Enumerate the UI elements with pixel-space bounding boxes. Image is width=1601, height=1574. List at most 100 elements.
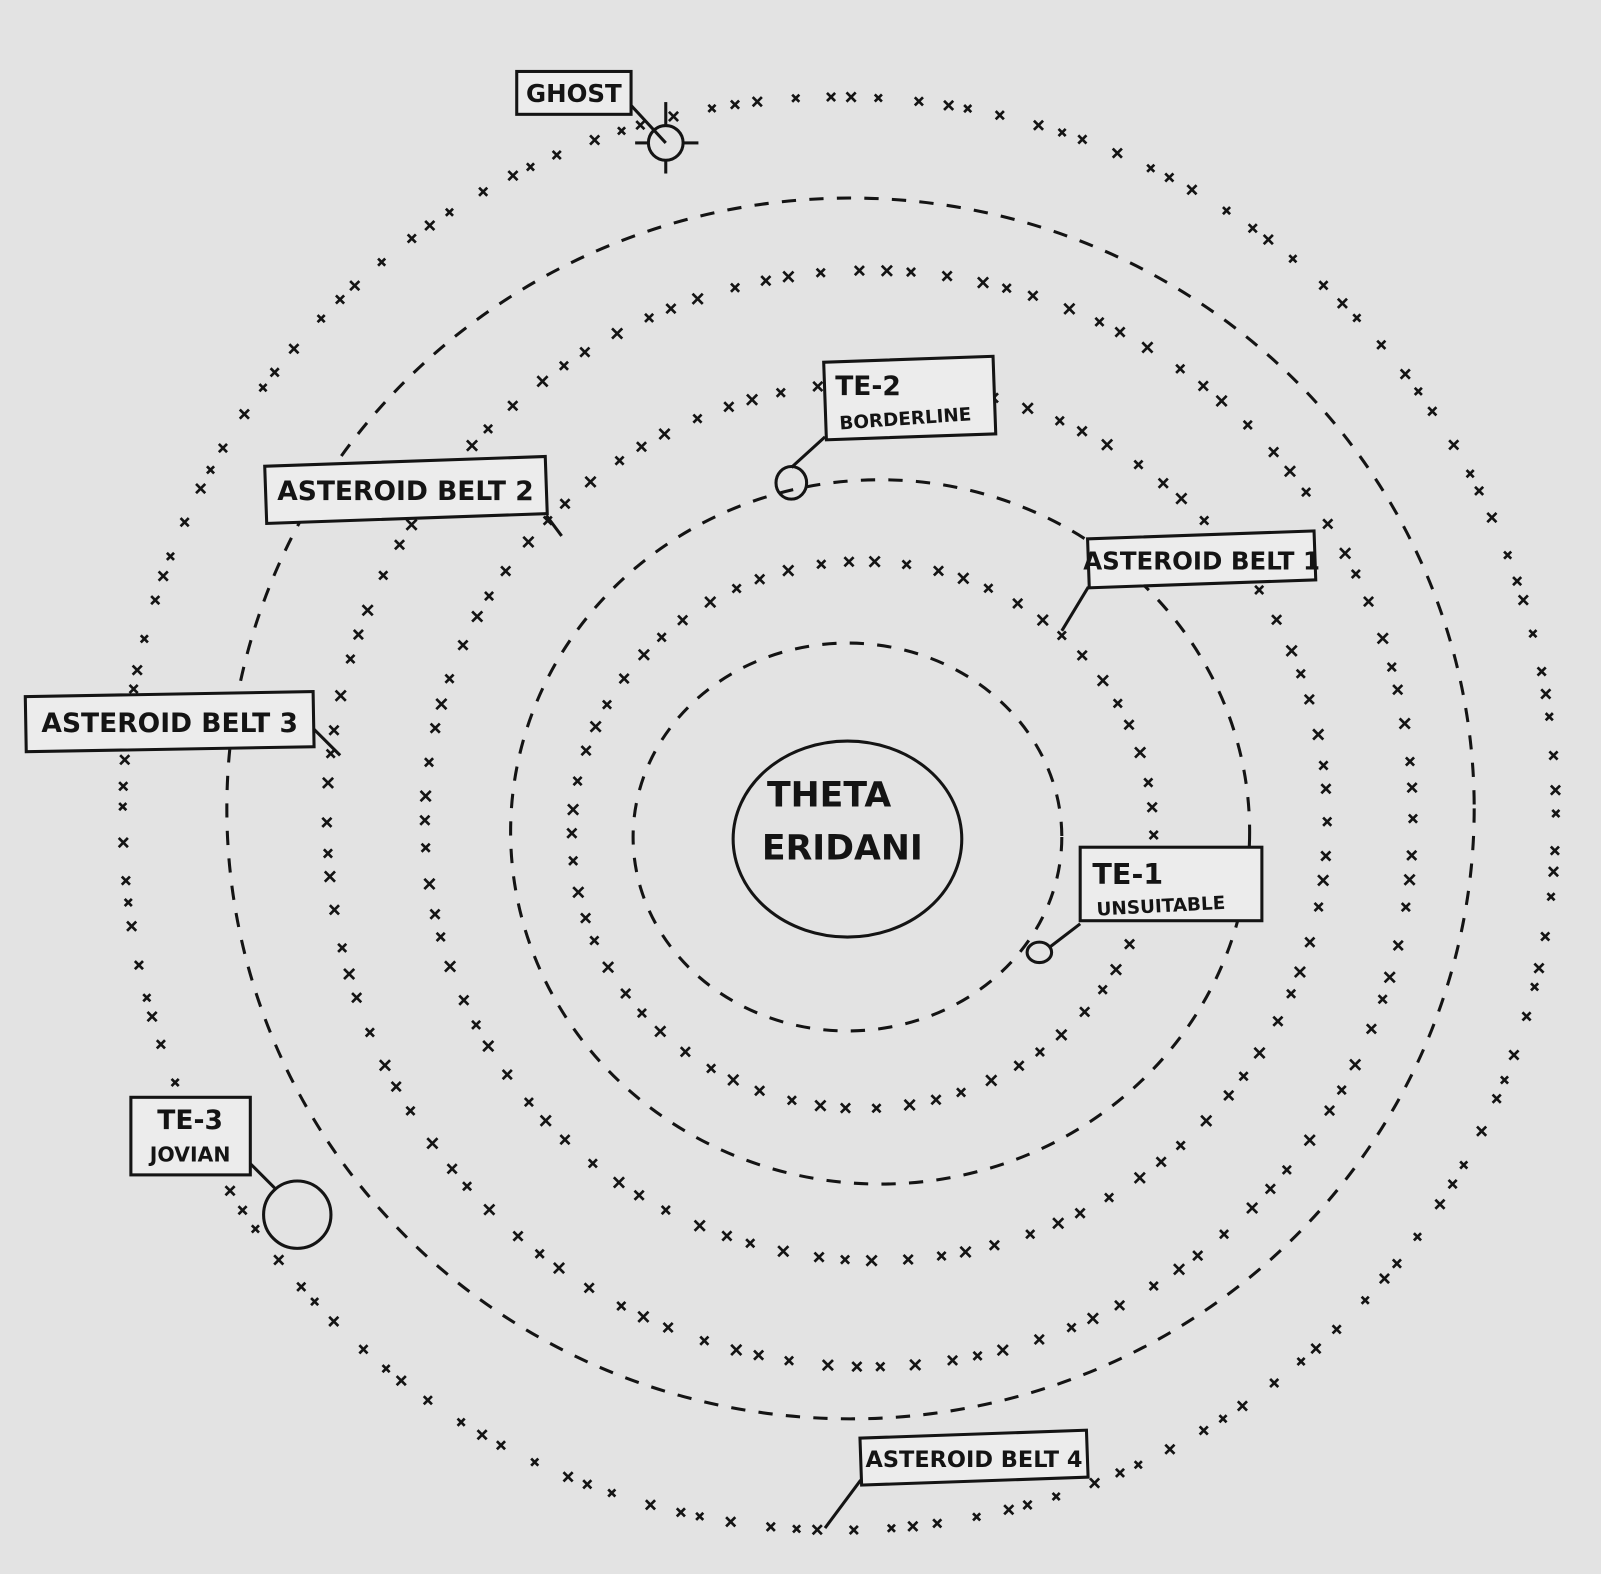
asteroid-x-mark [840,1254,851,1265]
asteroid-x-mark [851,1361,863,1373]
asteroid-x-mark [120,875,131,886]
asteroid-x-mark [1036,614,1049,627]
asteroid-x-mark [395,1375,407,1387]
asteroid-x-mark [321,816,333,828]
asteroid-x-mark [901,559,912,570]
asteroid-x-mark [580,745,592,757]
star-name-line1: THETA [767,775,891,815]
asteroid-x-mark [932,565,945,577]
asteroid-x-mark [559,498,571,510]
asteroid-x-mark [635,120,646,131]
asteroid-x-mark [142,993,152,1003]
asteroid-x-mark [1123,719,1135,731]
asteroid-belt-3 [321,264,1418,1373]
asteroid-x-mark [611,327,624,340]
asteroid-x-mark [1434,1198,1446,1210]
asteroid-x-mark [195,483,207,495]
asteroid-x-mark [165,551,175,561]
svg-text:TE-2: TE-2 [835,371,901,402]
asteroid-x-mark [1499,1075,1509,1085]
asteroid-x-mark [1114,1467,1126,1478]
svg-text:GHOST: GHOST [526,79,622,108]
asteroid-x-mark [1447,1179,1458,1190]
asteroid-x-mark [1303,1134,1316,1147]
asteroid-x-mark [1104,1192,1115,1203]
asteroid-x-mark [996,1344,1009,1357]
asteroid-x-mark [335,294,346,305]
asteroid-x-mark [568,855,579,866]
asteroid-x-mark [426,1137,439,1150]
asteroid-x-mark [325,748,336,759]
asteroid-x-mark [361,604,374,617]
svg-text:ASTEROID BELT 2: ASTEROID BELT 2 [277,476,533,507]
asteroid-x-mark [1392,939,1404,951]
asteroid-x-mark [1076,425,1088,437]
asteroid-x-mark [131,664,143,676]
asteroid-x-mark [456,1417,466,1427]
asteroid-x-mark [352,629,364,641]
asteroid-x-mark [1141,341,1154,354]
asteroid-x-mark [730,1343,743,1356]
asteroid-x-mark [1218,1414,1228,1424]
asteroid-x-mark [1360,1295,1370,1305]
asteroid-x-mark [296,1281,307,1292]
asteroid-x-mark [1530,982,1540,992]
asteroid-x-mark [983,583,994,594]
asteroid-x-mark [1254,584,1265,595]
asteroid-x-mark [617,126,627,136]
asteroid-x-mark [1391,1258,1402,1269]
asteroid-x-mark [614,455,625,466]
asteroid-x-mark [358,1344,369,1355]
asteroid-x-mark [1413,386,1423,396]
asteroid-x-mark [692,413,703,424]
asteroid-x-mark [871,1103,882,1114]
asteroid-x-mark [500,565,512,577]
asteroid-x-mark [1001,283,1012,294]
asteroid-x-mark [589,134,601,146]
asteroid-x-mark [1055,1028,1068,1041]
asteroid-x-mark [424,219,436,232]
asteroid-x-mark [345,653,356,665]
asteroid-x-mark [753,1349,765,1361]
asteroid-x-mark [1175,492,1188,505]
asteroid-x-mark [1404,756,1416,767]
asteroid-x-mark [1544,712,1554,722]
asteroid-x-mark [444,960,457,973]
asteroid-x-mark [525,162,535,172]
asteroid-x-mark [334,689,347,702]
asteroid-x-mark [816,559,827,570]
asteroid-x-mark [941,270,953,282]
asteroid-x-mark [1033,1333,1045,1345]
asteroid-x-mark [679,1046,691,1058]
asteroid-x-mark [567,803,580,816]
asteroid-x-mark [288,343,300,355]
asteroid-x-mark [1465,469,1475,479]
asteroid-x-mark [729,99,741,110]
asteroid-x-mark [618,673,630,685]
asteroid-x-mark [423,877,436,890]
asteroid-x-mark [1320,783,1332,795]
asteroid-x-mark [155,1039,166,1050]
asteroid-x-mark [351,992,363,1004]
label-ghost: GHOST [515,69,633,116]
label-asteroid-belt-2: ASTEROID BELT 2 [263,454,549,525]
asteroid-x-mark [1491,1093,1502,1104]
asteroid-x-mark [988,1239,1000,1251]
asteroid-x-mark [1051,1491,1061,1502]
asteroid-x-mark [1173,1263,1186,1276]
asteroid-x-mark [422,1395,433,1406]
asteroid-x-mark [633,1189,645,1201]
asteroid-x-mark [1540,931,1551,942]
asteroid-x-mark [536,375,549,388]
asteroid-x-mark [754,573,766,585]
asteroid-x-mark [1398,717,1411,730]
asteroid-x-mark [258,383,268,393]
asteroid-x-mark [907,1520,919,1532]
asteroid-x-mark [539,1114,552,1127]
asteroid-belt-1 [566,555,1159,1114]
asteroid-x-mark [1272,1015,1284,1027]
asteroid-x-mark [501,1069,513,1081]
te3-orbit [225,196,1476,1421]
asteroid-x-mark [471,1019,482,1030]
asteroid-x-mark [1133,1171,1146,1184]
